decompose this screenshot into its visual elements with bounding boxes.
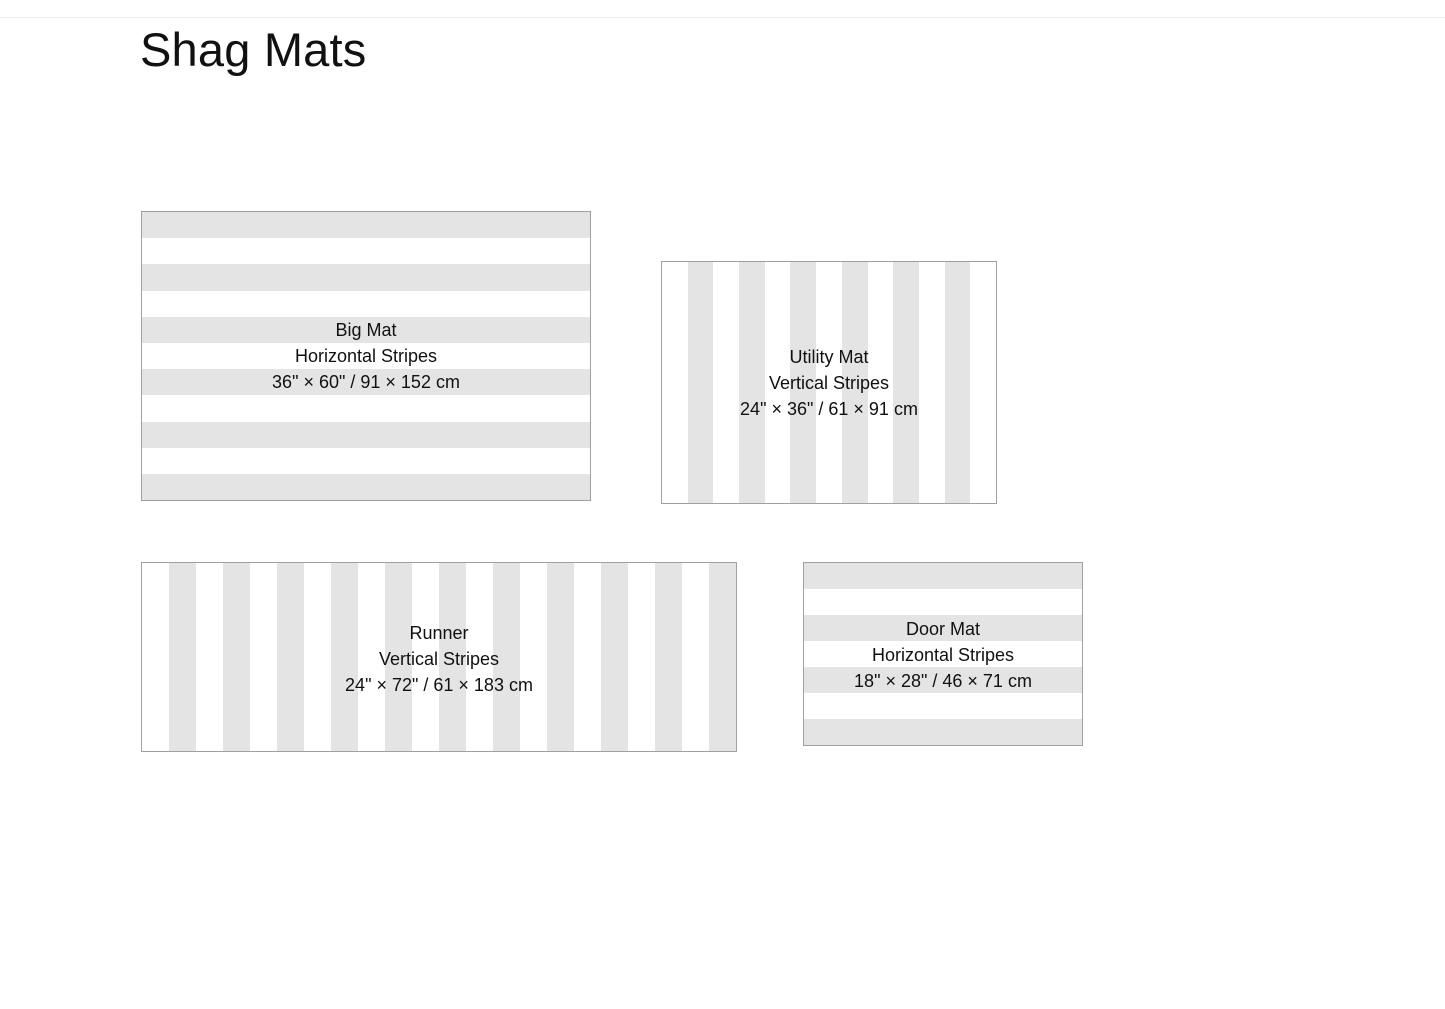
stripe-gray xyxy=(142,212,590,239)
mat-label: Utility Mat Vertical Stripes 24" × 36" /… xyxy=(662,344,996,422)
stripe-gray xyxy=(687,262,714,503)
stripe-white xyxy=(628,563,655,751)
stripe-gray xyxy=(893,262,919,503)
stripe-white xyxy=(466,563,493,751)
mat-label: Big Mat Horizontal Stripes 36" × 60" / 9… xyxy=(142,317,590,395)
stripe-gray xyxy=(804,667,1082,693)
mat-runner: Runner Vertical Stripes 24" × 72" / 61 ×… xyxy=(141,562,737,752)
stripe-gray xyxy=(790,262,817,503)
mat-name: Door Mat xyxy=(905,619,981,639)
stripe-gray xyxy=(142,421,590,448)
stripe-white xyxy=(682,563,709,751)
mat-name: Runner xyxy=(409,623,469,643)
stripe-gray xyxy=(277,563,304,751)
stripe-white xyxy=(804,641,1082,667)
stripe-gray xyxy=(739,262,765,503)
mat-size: 24" × 36" / 61 × 91 cm xyxy=(740,399,918,419)
stripe-gray xyxy=(142,473,590,500)
stripe-pattern xyxy=(662,262,996,503)
stripe-white xyxy=(304,563,331,751)
stripe-gray xyxy=(944,262,971,503)
stripe-gray xyxy=(804,719,1082,745)
stripe-pattern xyxy=(142,563,736,751)
stripe-white xyxy=(804,693,1082,719)
stripe-white xyxy=(196,563,223,751)
mat-pattern: Horizontal Stripes xyxy=(871,645,1015,665)
stripe-pattern xyxy=(804,563,1082,745)
mat-pattern: Vertical Stripes xyxy=(378,649,500,669)
mat-name: Utility Mat xyxy=(789,347,869,367)
mat-size: 24" × 72" / 61 × 183 cm xyxy=(345,675,533,695)
stripe-white xyxy=(250,563,277,751)
stripe-gray xyxy=(841,262,868,503)
stripe-pattern xyxy=(142,212,590,500)
stripe-white xyxy=(142,563,169,751)
stripe-gray xyxy=(804,615,1082,641)
mat-size: 36" × 60" / 91 × 152 cm xyxy=(272,372,460,392)
stripe-white xyxy=(358,563,385,751)
stripe-white xyxy=(574,563,601,751)
stripe-white xyxy=(713,262,740,503)
mat-label: Door Mat Horizontal Stripes 18" × 28" / … xyxy=(804,616,1082,694)
top-divider xyxy=(0,17,1445,18)
stripe-gray xyxy=(804,563,1082,589)
stripe-gray xyxy=(439,563,466,751)
stripe-gray xyxy=(142,369,590,396)
stripe-white xyxy=(804,589,1082,615)
stripe-white xyxy=(142,342,590,370)
mat-name: Big Mat xyxy=(335,320,397,340)
mat-door: Door Mat Horizontal Stripes 18" × 28" / … xyxy=(803,562,1083,746)
stripe-gray xyxy=(709,563,736,751)
stripe-gray xyxy=(142,264,590,291)
mat-label: Runner Vertical Stripes 24" × 72" / 61 ×… xyxy=(142,620,736,698)
stripe-white xyxy=(867,262,894,503)
stripe-gray xyxy=(655,563,682,751)
stripe-gray xyxy=(223,563,250,751)
mat-pattern: Vertical Stripes xyxy=(768,373,890,393)
stripe-white xyxy=(412,563,439,751)
stripe-white xyxy=(142,238,590,265)
stripe-white xyxy=(662,262,688,503)
stripe-white xyxy=(520,563,547,751)
stripe-gray xyxy=(385,563,412,751)
stripe-gray xyxy=(547,563,574,751)
stripe-gray xyxy=(331,563,358,751)
stripe-gray xyxy=(142,316,590,343)
stripe-gray xyxy=(493,563,520,751)
stripe-white xyxy=(142,447,590,474)
page-title: Shag Mats xyxy=(140,23,367,76)
mat-big: Big Mat Horizontal Stripes 36" × 60" / 9… xyxy=(141,211,591,501)
stripe-white xyxy=(816,262,842,503)
stripe-gray xyxy=(601,563,628,751)
stripe-white xyxy=(764,262,791,503)
mat-utility: Utility Mat Vertical Stripes 24" × 36" /… xyxy=(661,261,997,504)
mat-pattern: Horizontal Stripes xyxy=(294,346,438,366)
stripe-white xyxy=(918,262,945,503)
stripe-white xyxy=(142,395,590,422)
stripe-white xyxy=(142,290,590,317)
stripe-gray xyxy=(169,563,196,751)
mat-size: 18" × 28" / 46 × 71 cm xyxy=(854,671,1032,691)
stripe-white xyxy=(970,262,996,503)
